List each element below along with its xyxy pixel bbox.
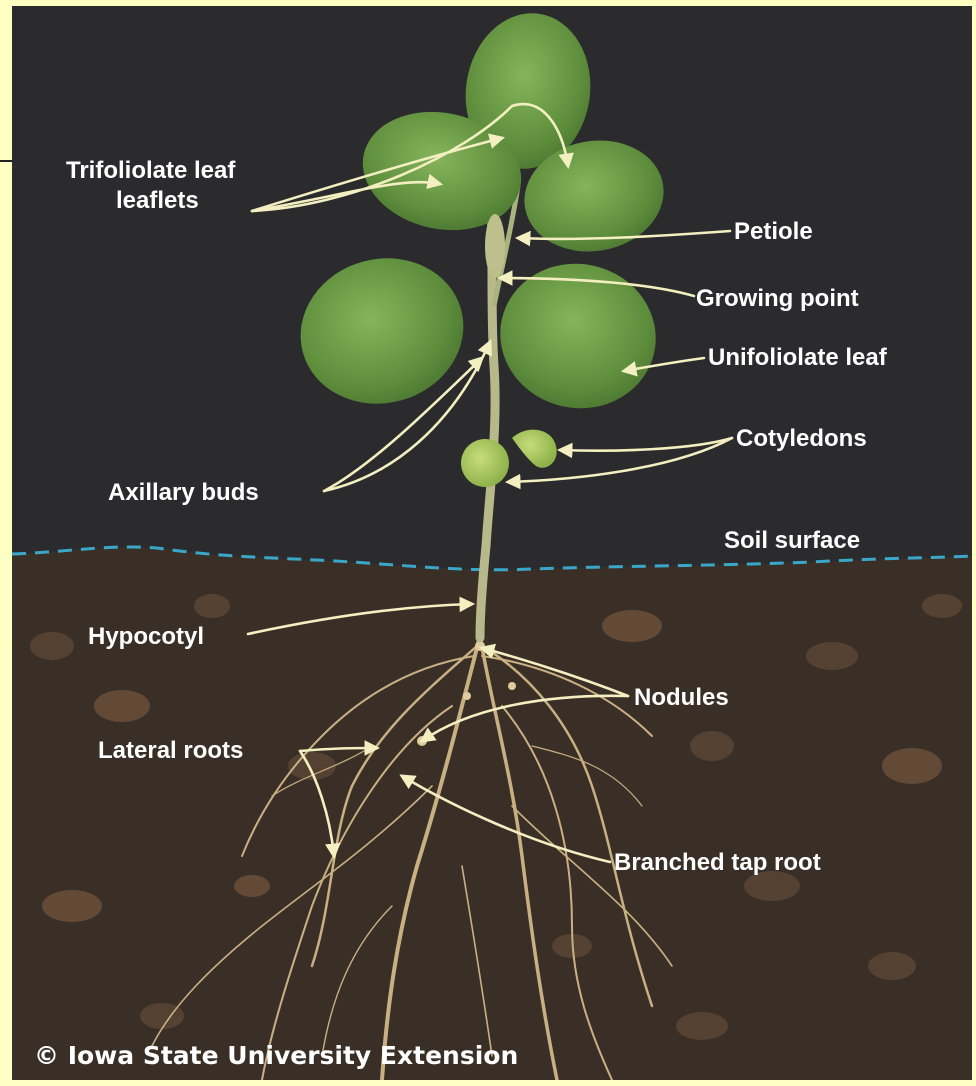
label-petiole: Petiole: [734, 218, 813, 245]
label-branched-tap-root: Branched tap root: [614, 849, 821, 876]
label-unifoliolate-leaf: Unifoliolate leaf: [708, 344, 888, 371]
label-lateral-roots: Lateral roots: [98, 737, 243, 764]
cotyledon-left: [461, 439, 509, 487]
label-trifoliolate-leaf: Trifoliolate leaf: [66, 157, 236, 184]
label-nodules: Nodules: [634, 684, 729, 711]
label-growing-point: Growing point: [696, 285, 859, 312]
unifoliolate-leaf-right: [487, 249, 670, 422]
unifoliolate-leaf-left: [284, 240, 480, 422]
label-hypocotyl: Hypocotyl: [88, 623, 204, 650]
label-cotyledons: Cotyledons: [736, 425, 867, 452]
growing-point: [485, 214, 505, 278]
copyright-credit: © Iowa State University Extension: [34, 1041, 518, 1070]
cotyledon-right: [512, 430, 557, 468]
label-soil-surface: Soil surface: [724, 527, 860, 554]
label-trifoliolate-leaflets: leaflets: [116, 187, 199, 214]
soybean-seedling-diagram: Trifoliolate leaf leaflets Petiole Growi…: [12, 6, 972, 1080]
label-axillary-buds: Axillary buds: [108, 479, 259, 506]
